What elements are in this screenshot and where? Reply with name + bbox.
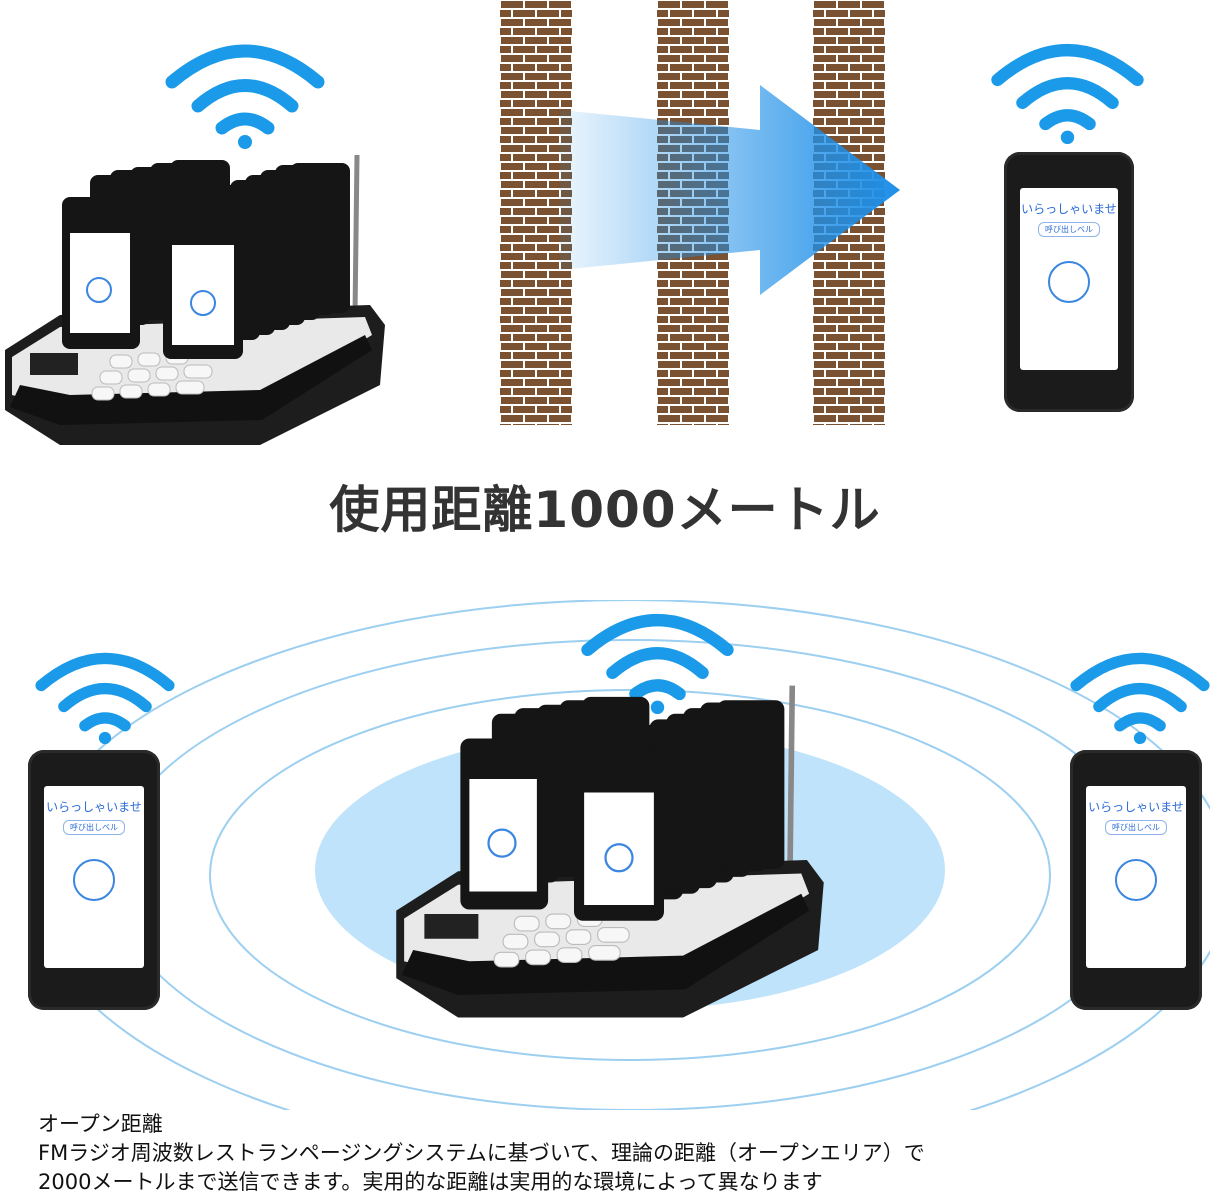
pager-device: いらっしゃいませ 呼び出しベル [1004,152,1134,412]
pager-device: いらっしゃいませ 呼び出しベル [28,750,160,1010]
wifi-icon [581,613,734,715]
wifi-icon [991,43,1144,145]
right-arrow-icon [560,85,900,295]
description-line-1: FMラジオ周波数レストランページングシステムに基づいて、理論の距離（オープンエリ… [38,1141,925,1165]
wifi-icon [1070,652,1210,745]
pager-device: いらっしゃいませ 呼び出しベル [1070,750,1202,1010]
pager-circle-icon [1114,859,1157,902]
pager-screen: いらっしゃいませ 呼び出しベル [1019,188,1119,371]
pager-screen: いらっしゃいませ 呼び出しベル [43,786,145,969]
description: オープン距離 FMラジオ周波数レストランページングシステムに基づいて、理論の距離… [38,1110,1198,1197]
description-line-2: 2000メートルまで送信できます。実用的な距離は実用的な環境によって異なります [38,1170,823,1194]
pager-circle-icon [1047,261,1090,304]
pager-screen: いらっしゃいませ 呼び出しベル [1085,786,1187,969]
pager-circle-icon [72,859,115,902]
pager-sub-label: 呼び出しベル [1104,820,1167,836]
base-station [396,685,824,1018]
pager-greeting: いらっしゃいませ [46,800,142,815]
pager-greeting: いらっしゃいませ [1021,202,1117,217]
pager-sub-label: 呼び出しベル [1037,222,1100,238]
base-station [5,154,385,445]
pager-greeting: いらっしゃいませ [1088,800,1184,815]
wifi-icon [35,652,175,745]
wifi-icon [165,44,325,149]
description-title: オープン距離 [38,1112,163,1136]
headline: 使用距離1000メートル [329,481,881,539]
pager-sub-label: 呼び出しベル [62,820,125,836]
